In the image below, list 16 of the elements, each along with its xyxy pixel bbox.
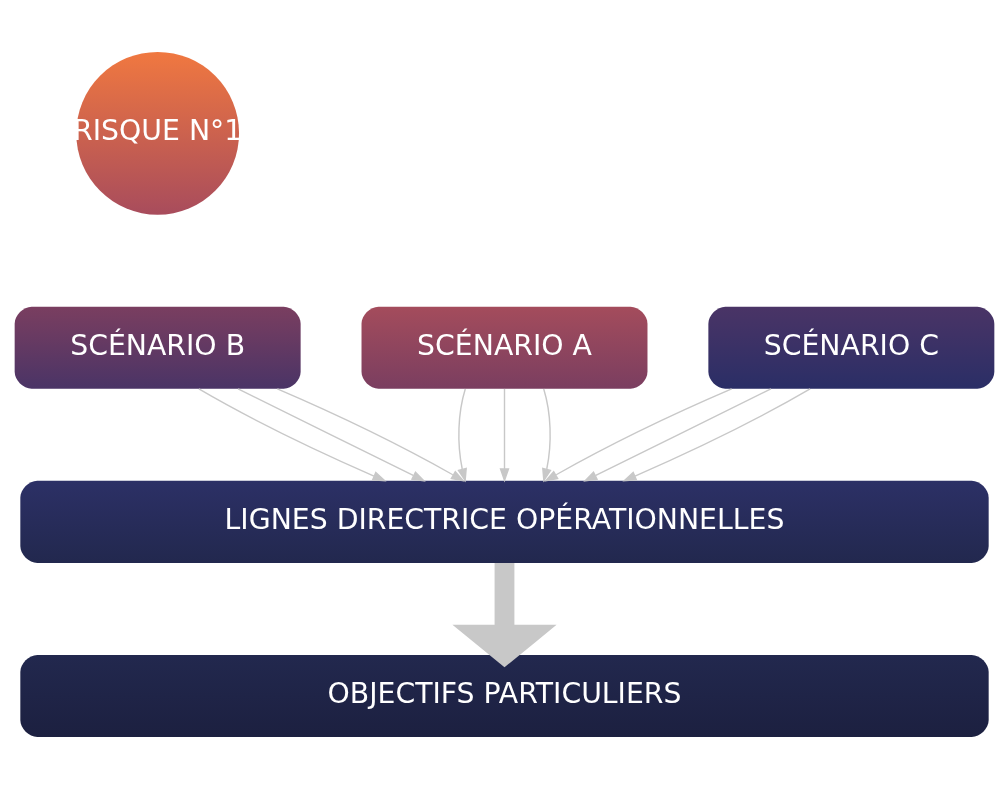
node-box: OBJECTIFS PARTICULIERS <box>19 655 989 738</box>
arrow <box>621 388 811 482</box>
node-circle: RISQUE N°1 <box>75 51 239 215</box>
node-box: SCÉNARIO A <box>361 306 647 389</box>
arrow <box>451 563 557 668</box>
arrow <box>197 388 387 482</box>
arrow <box>541 388 552 483</box>
node-box: LIGNES DIRECTRICE OPÉRATIONNELLES <box>19 480 989 563</box>
arrow <box>499 388 509 483</box>
node-box: SCÉNARIO C <box>707 306 994 389</box>
arrow <box>582 388 772 482</box>
arrow <box>276 388 465 482</box>
node-box: SCÉNARIO B <box>14 306 301 389</box>
arrow <box>236 388 426 482</box>
arrow <box>456 388 467 483</box>
arrow <box>543 388 732 482</box>
